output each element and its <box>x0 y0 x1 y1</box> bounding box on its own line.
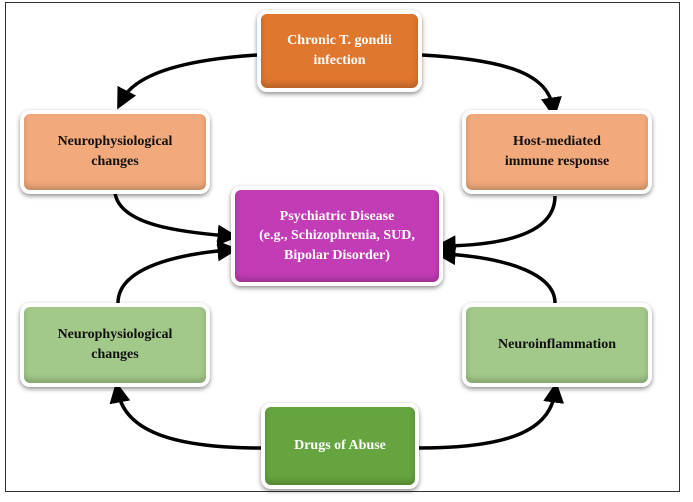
arrow-immune-to-psychiatric <box>434 195 557 257</box>
node-text: Psychiatric Disease <box>279 208 395 224</box>
node-text: Bipolar Disorder) <box>284 247 390 263</box>
node-text: Chronic T. gondii <box>287 33 392 49</box>
arrow-neurobottom-to-psychiatric <box>116 240 239 304</box>
node-immune-response: Host-mediated immune response <box>462 110 652 194</box>
node-text: changes <box>91 347 139 362</box>
arrow-neuroinflammation-to-psychiatric <box>434 244 557 304</box>
arrow-infection-to-neuro <box>117 53 258 110</box>
node-text: immune response <box>504 154 610 169</box>
node-text: Neurophysiological <box>57 327 173 343</box>
node-drugs-of-abuse: Drugs of Abuse <box>261 403 419 489</box>
node-text: Neurophysiological <box>57 134 173 150</box>
arrow-neuro-to-psychiatric <box>113 192 239 246</box>
node-infection: Chronic T. gondii infection <box>257 10 422 92</box>
node-neurophysiological-top: Neurophysiological changes <box>20 110 210 194</box>
node-text: Host-mediated <box>513 134 601 150</box>
arrow-drugs-to-neuroinflammation <box>417 381 565 450</box>
node-text: Drugs of Abuse <box>294 438 386 454</box>
node-neurophysiological-bottom: Neurophysiological changes <box>20 303 210 387</box>
node-text: infection <box>313 53 366 68</box>
node-neuroinflammation: Neuroinflammation <box>462 303 652 387</box>
node-text: Neuroinflammation <box>498 337 616 353</box>
arrow-drugs-to-neurobottom <box>109 381 263 450</box>
node-psychiatric-disease: Psychiatric Disease (e.g., Schizophrenia,… <box>231 186 443 286</box>
arrow-infection-to-immune <box>421 53 562 119</box>
node-text: (e.g., Schizophrenia, SUD, <box>259 228 415 244</box>
diagram-frame <box>5 2 680 492</box>
node-text: changes <box>91 154 139 169</box>
